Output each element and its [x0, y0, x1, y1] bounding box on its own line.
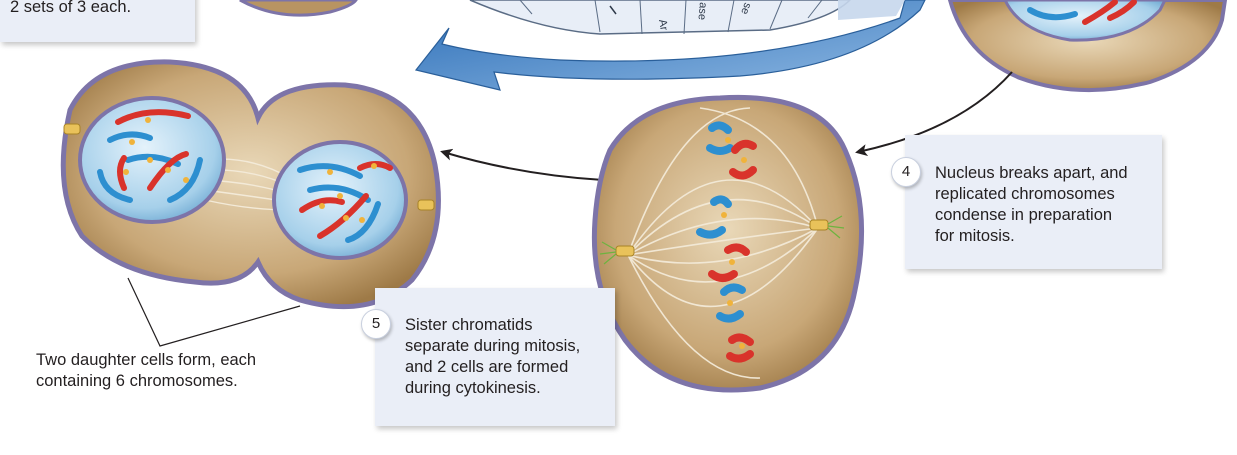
metaphase-cell — [591, 94, 865, 393]
top-left-box-text: 2 sets of 3 each. — [10, 0, 132, 16]
centrosome-right — [809, 215, 845, 239]
centrosome-left — [599, 241, 635, 265]
step-4-line: condense in preparation — [935, 206, 1113, 224]
step-5-text: Sister chromatids separate during mitosi… — [405, 315, 610, 399]
step-4-number: 4 — [891, 157, 921, 187]
step-5-line: during cytokinesis. — [405, 379, 541, 397]
cycle-arrow — [414, 0, 926, 91]
daughter-caption-bracket — [127, 277, 301, 347]
step-5-line: and 2 cells are formed — [405, 358, 569, 376]
arrow-to-metaphase — [855, 71, 1013, 156]
step-4-text: Nucleus breaks apart, and replicated chr… — [935, 163, 1155, 247]
daughter-caption-line: Two daughter cells form, each — [36, 351, 257, 369]
cycle-label-mid: ase — [695, 2, 709, 21]
cycle-label-right: se — [738, 1, 753, 16]
step-5-line: separate during mitosis, — [405, 337, 581, 355]
partial-cell-top-right — [947, 0, 1228, 93]
top-left-info-box: 2 sets of 3 each. — [0, 0, 195, 42]
step-4-line: for mitosis. — [935, 227, 1015, 245]
centrosome-daughter-right — [417, 199, 435, 211]
arrow-to-daughters — [440, 148, 604, 181]
step-5-line: Sister chromatids — [405, 316, 533, 334]
step-5-number: 5 — [361, 309, 391, 339]
daughter-caption: Two daughter cells form, each containing… — [36, 350, 256, 392]
step-4-line: Nucleus breaks apart, and — [935, 164, 1128, 182]
daughter-caption-line: containing 6 chromosomes. — [36, 372, 238, 390]
partial-cell-top-left — [239, 0, 358, 17]
step-4-box: Nucleus breaks apart, and replicated chr… — [905, 135, 1162, 269]
step-4-line: replicated chromosomes — [935, 185, 1115, 203]
daughter-cells — [60, 59, 441, 310]
cycle-label-left: Ar — [656, 18, 670, 31]
centrosome-daughter-left — [63, 123, 81, 135]
step-5-box: Sister chromatids separate during mitosi… — [375, 288, 615, 426]
cell-cycle-wheel: Ar ase se — [469, 0, 852, 35]
